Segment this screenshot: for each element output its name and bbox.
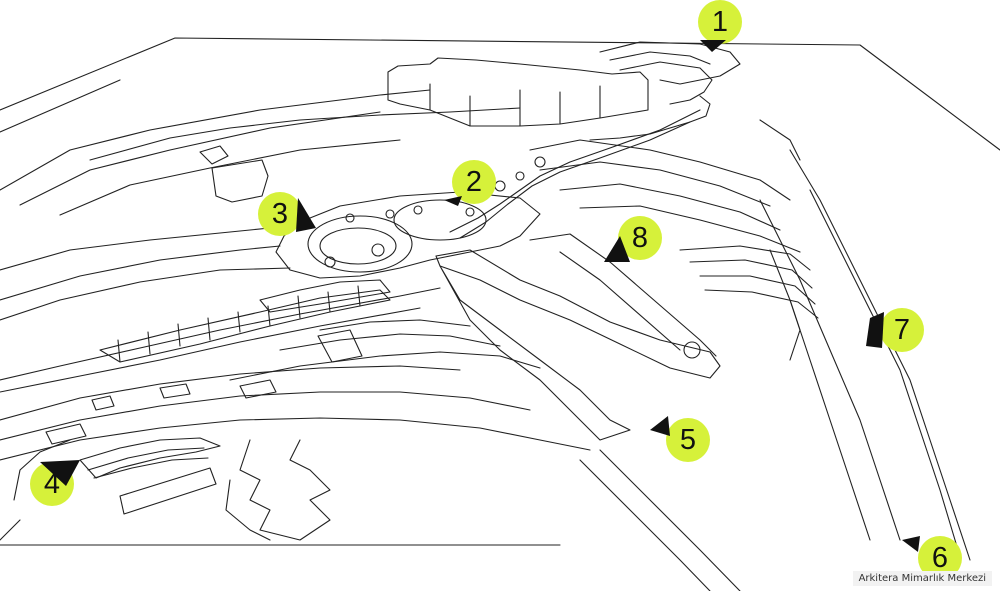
credit-watermark: Arkitera Mimarlık Merkezi [852,571,992,586]
marker-2[interactable]: 2 [452,160,496,204]
marker-5[interactable]: 5 [666,418,710,462]
marker-3-label: 3 [258,192,302,236]
marker-5-label: 5 [666,418,710,462]
marker-1[interactable]: 1 [698,0,742,44]
marker-8[interactable]: 8 [618,216,662,260]
marker-2-label: 2 [452,160,496,204]
marker-7-label: 7 [880,308,924,352]
marker-1-label: 1 [698,0,742,44]
marker-7[interactable]: 7 [880,308,924,352]
marker-4[interactable]: 4 [30,462,74,506]
marker-8-label: 8 [618,216,662,260]
marker-4-label: 4 [30,462,74,506]
marker-3[interactable]: 3 [258,192,302,236]
